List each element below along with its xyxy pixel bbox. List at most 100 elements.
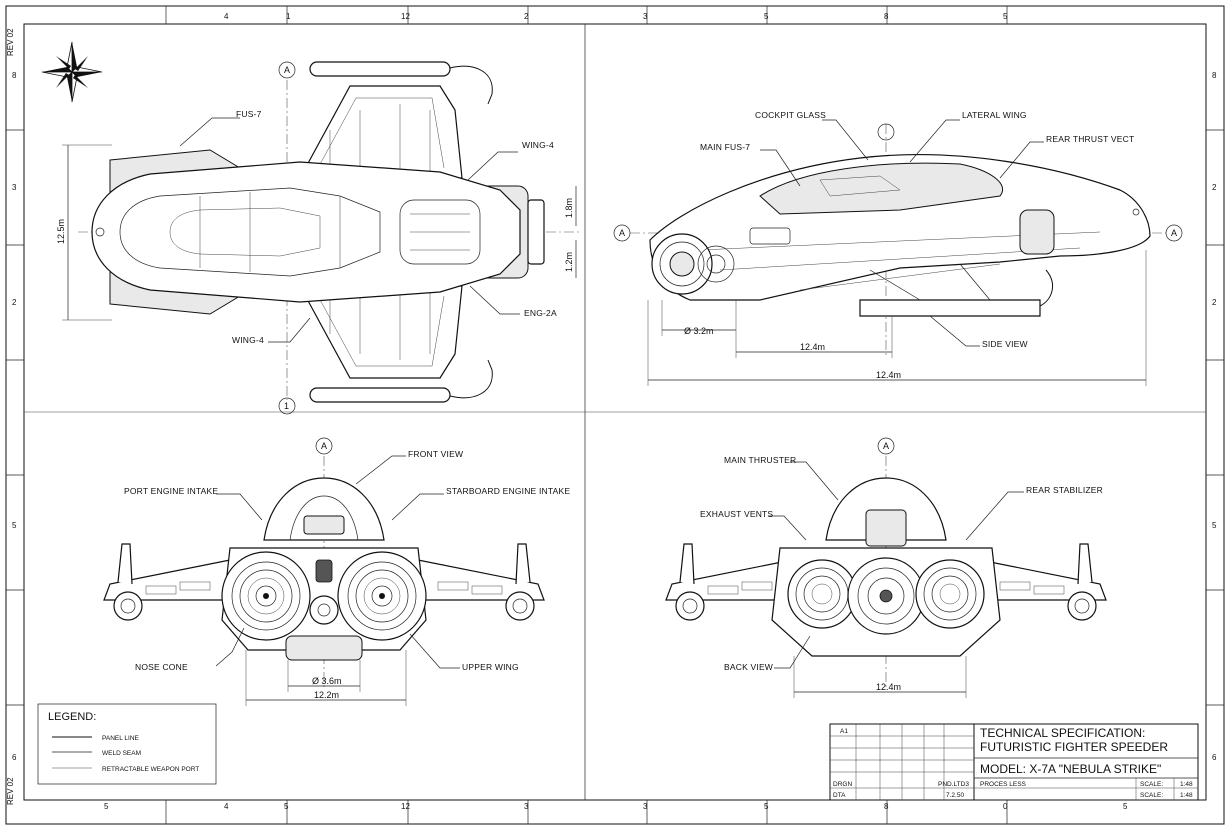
legend-item: WELD SEAM bbox=[102, 750, 141, 757]
ruler-bottom-label: 3 bbox=[524, 802, 529, 811]
label-cockpit: COCKPIT GLASS bbox=[755, 110, 826, 120]
tb-process: PROCES LESS bbox=[980, 781, 1027, 788]
ruler-top-label: 4 bbox=[224, 12, 229, 21]
datum-marker-icon bbox=[877, 123, 895, 141]
datum-marker-icon bbox=[278, 61, 296, 79]
tb-line2: FUTURISTIC FIGHTER SPEEDER bbox=[980, 740, 1168, 754]
label-main-fus: MAIN FUS-7 bbox=[700, 142, 750, 152]
ruler-bottom-label: 5 bbox=[284, 802, 289, 811]
side-diameter-dim: Ø 3.2m bbox=[684, 326, 714, 336]
tb-scale-value-2: 1:48 bbox=[1180, 792, 1193, 799]
back-starboard-thruster bbox=[915, 559, 985, 629]
legend: LEGEND: PANEL LINE WELD SEAM RETRACTABLE… bbox=[37, 703, 217, 785]
datum-marker-icon bbox=[1165, 224, 1183, 242]
ruler-left-label: 8 bbox=[12, 71, 17, 80]
ruler-bottom-label: 5 bbox=[104, 802, 109, 811]
back-main-thruster bbox=[847, 557, 925, 635]
front-diameter-dim: Ø 3.6m bbox=[312, 676, 342, 686]
tb-model: MODEL: X-7A "NEBULA STRIKE" bbox=[980, 762, 1161, 776]
side-mid-dim: 12.4m bbox=[800, 342, 825, 352]
top-view: 12.5m 1.8m 1.2m A 1 FUS-7 WING-4 WING-4 … bbox=[56, 61, 580, 415]
label-rear-stabilizer: REAR STABILIZER bbox=[1026, 485, 1103, 495]
starboard-engine bbox=[337, 551, 427, 641]
ruler-left-label: 2 bbox=[12, 298, 17, 307]
label-exhaust: EXHAUST VENTS bbox=[700, 509, 773, 519]
ruler-bottom-label: 0 bbox=[1003, 802, 1008, 811]
label-fus: FUS-7 bbox=[236, 109, 262, 119]
label-main-thruster: MAIN THRUSTER bbox=[724, 455, 796, 465]
ruler-left-labels: 8 3 2 5 6 bbox=[12, 71, 17, 762]
datum-marker-icon bbox=[278, 397, 296, 415]
ruler-bottom-label: 5 bbox=[764, 802, 769, 811]
tb-rev-cell: A1 bbox=[840, 728, 848, 735]
label-side-view: SIDE VIEW bbox=[982, 339, 1028, 349]
tb-scale-label-2: SCALE: bbox=[1140, 792, 1163, 799]
title-block: A1 DRGN DTA PND.LTD3 7.2.50 TECHNICAL SP… bbox=[829, 723, 1199, 801]
ruler-top-label: 5 bbox=[764, 12, 769, 21]
port-engine bbox=[221, 551, 311, 641]
label-back-view: BACK VIEW bbox=[724, 662, 773, 672]
tb-draw-cell: DRGN bbox=[833, 781, 852, 788]
tb-scale-value: 1:48 bbox=[1180, 781, 1193, 788]
ruler-bottom-label: 8 bbox=[884, 802, 889, 811]
label-front-view: FRONT VIEW bbox=[408, 449, 463, 459]
compass-rose-icon bbox=[41, 41, 103, 103]
ruler-top-label: 2 bbox=[524, 12, 529, 21]
ruler-right-label: 5 bbox=[1212, 521, 1217, 530]
label-lateral-wing: LATERAL WING bbox=[962, 110, 1027, 120]
side-datum-left: A bbox=[619, 228, 625, 238]
ruler-ticks bbox=[6, 6, 1224, 824]
label-nose-cone: NOSE CONE bbox=[135, 662, 188, 672]
ruler-right-label: 2 bbox=[1212, 183, 1217, 192]
ruler-right-label: 2 bbox=[1212, 298, 1217, 307]
datum-marker-icon bbox=[877, 437, 895, 455]
ruler-bottom-label: 3 bbox=[643, 802, 648, 811]
label-wing-upper: WING-4 bbox=[522, 140, 554, 150]
ruler-bottom-labels: 5 4 5 12 3 3 5 8 0 5 bbox=[104, 802, 1128, 811]
back-datum-top: A bbox=[883, 441, 889, 451]
datum-marker-icon bbox=[315, 437, 333, 455]
ruler-right-label: 8 bbox=[1212, 71, 1217, 80]
ruler-bottom-label: 5 bbox=[1123, 802, 1128, 811]
revision-bottom: REV 02 bbox=[6, 777, 15, 805]
back-span-dim: 12.4m bbox=[876, 682, 901, 692]
tb-mid-cell: PND.LTD3 bbox=[938, 781, 969, 788]
legend-item: PANEL LINE bbox=[102, 735, 140, 742]
side-overall-dim: 12.4m bbox=[876, 370, 901, 380]
ruler-bottom-label: 12 bbox=[401, 802, 410, 811]
side-view: A A Ø 3.2m 12.4m 12.4m COCKPIT GLASS LAT… bbox=[613, 110, 1183, 386]
ruler-top-label: 12 bbox=[401, 12, 410, 21]
tb-scale-label: SCALE: bbox=[1140, 781, 1163, 788]
ruler-right-labels: 8 2 2 5 6 bbox=[1212, 71, 1217, 762]
ruler-right-label: 6 bbox=[1212, 753, 1217, 762]
ruler-top-labels: 4 1 12 2 3 5 8 5 bbox=[224, 12, 1008, 21]
label-port-intake: PORT ENGINE INTAKE bbox=[124, 486, 218, 496]
ruler-left-label: 3 bbox=[12, 183, 17, 192]
ruler-top-label: 5 bbox=[1003, 12, 1008, 21]
ruler-top-label: 8 bbox=[884, 12, 889, 21]
tb-mid-cell: 7.2.50 bbox=[946, 792, 964, 799]
ruler-top-label: 3 bbox=[643, 12, 648, 21]
revision-top: REV 02 bbox=[6, 28, 15, 56]
back-port-thruster bbox=[787, 559, 857, 629]
label-upper-wing: UPPER WING bbox=[462, 662, 519, 672]
front-datum-top: A bbox=[321, 441, 327, 451]
tb-draw-cell: DTA bbox=[833, 792, 846, 799]
tb-line1: TECHNICAL SPECIFICATION: bbox=[980, 726, 1145, 740]
front-view: A Ø 3.6m 12.2m FRONT VIEW PORT ENGINE IN… bbox=[103, 437, 570, 706]
top-datum-top: A bbox=[284, 65, 290, 75]
back-view: A 12.4m MAIN THRUSTER REAR STABILIZER EX… bbox=[665, 437, 1107, 698]
side-datum-right: A bbox=[1171, 228, 1177, 238]
ruler-left-label: 6 bbox=[12, 753, 17, 762]
ruler-left-label: 5 bbox=[12, 521, 17, 530]
top-datum-bottom: 1 bbox=[284, 401, 289, 411]
label-wing-lower: WING-4 bbox=[232, 335, 264, 345]
label-engine: ENG-2A bbox=[524, 308, 557, 318]
front-span-dim: 12.2m bbox=[314, 690, 339, 700]
outer-border bbox=[5, 5, 1225, 825]
legend-item: RETRACTABLE WEAPON PORT bbox=[102, 766, 199, 773]
top-engine-height-dim: 1.8m bbox=[564, 198, 574, 218]
label-starboard-intake: STARBOARD ENGINE INTAKE bbox=[446, 486, 570, 496]
legend-title: LEGEND: bbox=[48, 711, 96, 723]
